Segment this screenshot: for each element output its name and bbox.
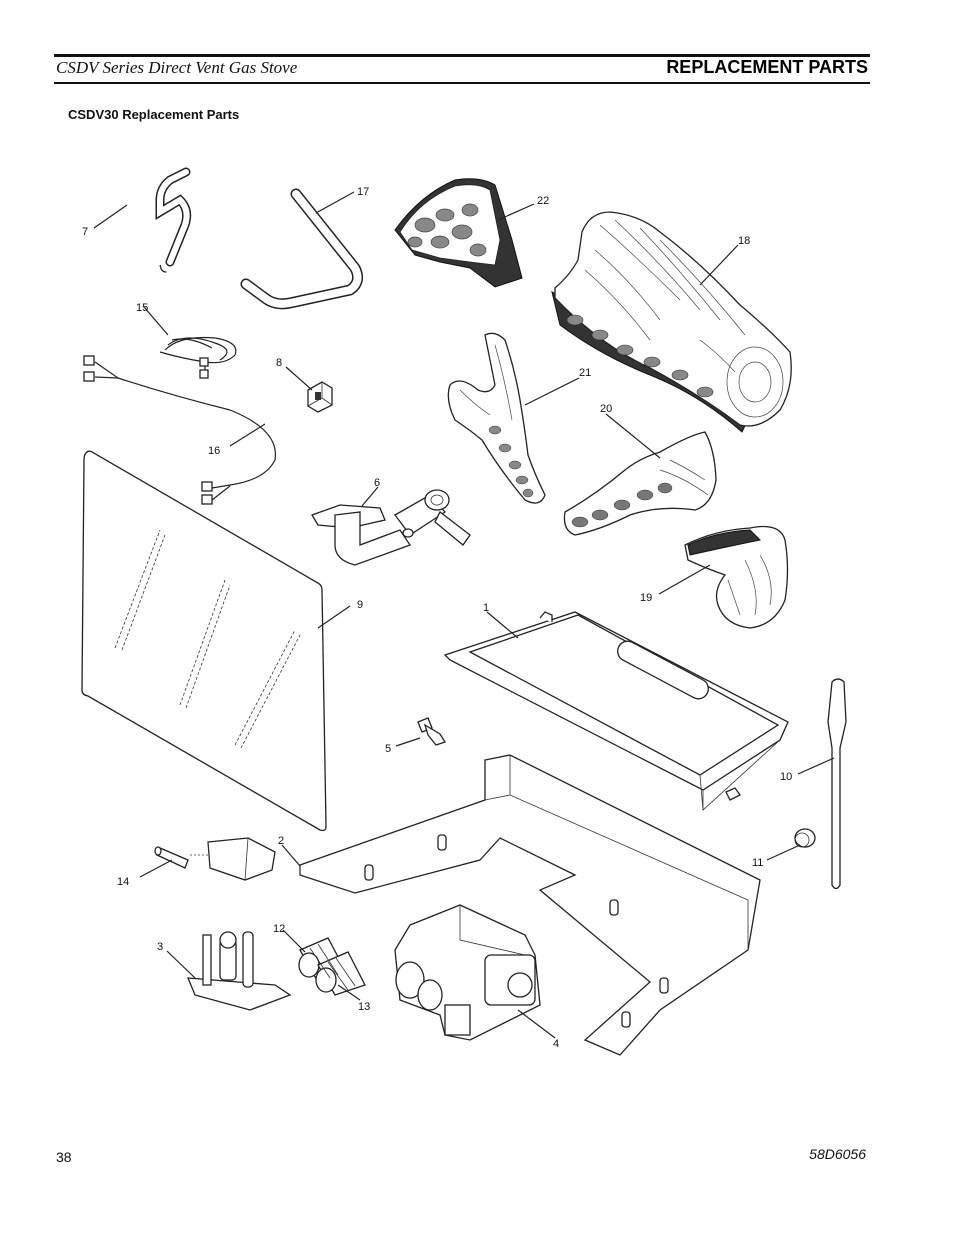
section-heading: REPLACEMENT PARTS (666, 57, 868, 77)
callout-1: 1 (483, 602, 489, 614)
part-5-orifice (417, 717, 446, 746)
header-rule-bottom (54, 82, 870, 84)
part-16-wire (83, 355, 277, 505)
callout-5: 5 (385, 743, 391, 755)
callout-3: 3 (157, 941, 163, 953)
callout-20: 20 (600, 403, 612, 415)
part-4-gas-valve (394, 904, 541, 1041)
callout-8: 8 (276, 357, 282, 369)
part-20-split-log (563, 431, 717, 536)
callout-6: 6 (374, 477, 380, 489)
callout-12: 12 (273, 923, 285, 935)
part-6-burner-tube (311, 489, 471, 566)
page-number: 38 (56, 1149, 72, 1165)
part-14-pilot-tube (154, 837, 276, 881)
parts-diagram-title: CSDV30 Replacement Parts (68, 107, 240, 122)
part-12-13-knobs (298, 937, 366, 996)
callout-4: 4 (553, 1038, 559, 1050)
callout-14: 14 (117, 876, 129, 888)
callout-15: 15 (136, 302, 148, 314)
callout-2: 2 (278, 835, 284, 847)
callout-19: 19 (640, 592, 652, 604)
document-title: CSDV Series Direct Vent Gas Stove (56, 58, 298, 77)
part-22-log (394, 178, 523, 288)
callout-22: 22 (537, 195, 549, 207)
part-11-knob (794, 828, 816, 848)
part-19-chunk-log (684, 525, 789, 629)
part-15-wire-harness (159, 336, 237, 379)
callout-leaders (93, 191, 835, 1039)
callout-labels: 7 17 22 18 15 8 21 20 16 6 19 9 1 5 10 1… (82, 186, 792, 1050)
callout-9: 9 (357, 599, 363, 611)
part-17-u-tube (240, 188, 364, 310)
part-8-switch (307, 381, 333, 413)
part-10-handle-tool (827, 678, 847, 890)
callout-18: 18 (738, 235, 750, 247)
part-21-branch-log (447, 332, 546, 504)
callout-10: 10 (780, 771, 792, 783)
part-18-large-log (551, 211, 792, 433)
callout-7: 7 (82, 226, 88, 238)
callout-13: 13 (358, 1001, 370, 1013)
callout-11: 11 (752, 857, 763, 869)
part-2-base-plate (299, 754, 761, 1056)
document-number: 58D6056 (809, 1146, 866, 1162)
callout-21: 21 (579, 367, 591, 379)
part-1-baffle-tray (443, 611, 789, 811)
callout-17: 17 (357, 186, 369, 198)
part-7-tubes (127, 167, 192, 273)
callout-16: 16 (208, 445, 220, 457)
part-3-pilot-assembly (186, 931, 292, 1011)
part-9-glass-panel (81, 450, 327, 832)
header-rule-top (54, 54, 870, 57)
